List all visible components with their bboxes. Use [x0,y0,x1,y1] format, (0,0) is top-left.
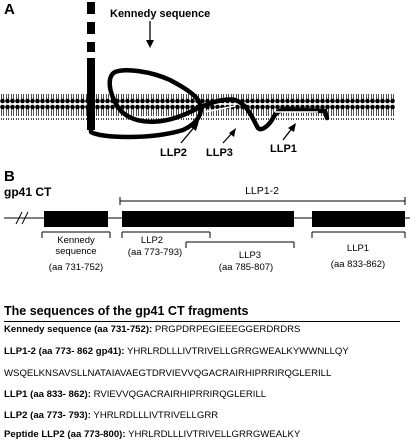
sequence-row-llp1-2: LLP1-2 (aa 773- 862 gp41): YHRLRDLLLIVTR… [4,346,349,358]
sequence-residues: YHRLRDLLLIVTRIVELLGRRGWEALKYWWNLLQY [124,346,349,357]
llp1-arrow-icon [282,123,296,141]
sequence-residues: WSQELKNSAVSLLNATAIAVAEGTDRVIEVVQGACRAIRH… [4,368,332,379]
sequence-residues: PRGPDRPEGIEEEGGERDRDRS [152,324,301,335]
sequences-title: The sequences of the gp41 CT fragments [4,304,249,318]
panel-a-llp1-label: LLP1 [270,143,297,155]
panel-a-diagram: A Kennedy sequence LLP2 LLP3 LLP1 [0,1,395,159]
kennedy-range: (aa 731-752) [49,262,103,273]
sequence-residues: RVIEVVQGACRAIRHIPRRIRQGLERILL [90,389,267,400]
sequence-name: Peptide LLP2 (aa 773-800): [4,429,126,440]
kennedy-sequence-label: Kennedy sequence [110,8,210,20]
sequence-row-llp2: LLP2 (aa 773- 793): YHRLRDLLLIVTRIVELLGR… [4,410,218,422]
panel-b-llp2-label: LLP2 [141,235,163,246]
kennedy-domain-box [44,211,108,227]
gp41-ct-tail-path [88,68,330,140]
panel-b-llp3-label: LLP3 [239,250,261,261]
llp2-bracket [121,231,211,238]
kennedy-label-line1: Kennedy [57,235,95,246]
sequence-row-peptide-llp2: Peptide LLP2 (aa 773-800): YHRLRDLLLIVTR… [4,429,300,441]
llp3-arrow-icon [222,128,236,144]
sequence-residues: YHRLRDLLLIVTRIVELLGRR [90,410,219,421]
llp1-bracket [311,231,406,238]
sequence-row-llp1-2-continued: WSQELKNSAVSLLNATAIAVAEGTDRVIEVVQGACRAIRH… [4,368,331,380]
kennedy-label-line2: sequence [55,246,96,257]
llp1-domain-box [312,211,405,227]
sequence-row-kennedy: Kennedy sequence (aa 731-752): PRGPDRPEG… [4,324,300,336]
gp41-ct-label: gp41 CT [4,185,52,199]
panel-b-llp1-label: LLP1 [347,243,369,254]
transmembrane-domain [87,2,95,130]
sequence-name: Kennedy sequence (aa 731-752): [4,324,153,335]
llp1-2-bracket [119,197,406,205]
llp1-2-label: LLP1-2 [245,185,279,197]
sequence-name: LLP2 (aa 773- 793): [4,410,91,421]
llp2-arrow-icon [180,121,199,144]
sequence-row-llp1: LLP1 (aa 833- 862): RVIEVVQGACRAIRHIPRRI… [4,389,266,401]
sequences-divider [4,321,400,322]
panel-a-llp2-label: LLP2 [160,147,187,159]
llp2-range: (aa 773-793) [128,247,182,258]
llp3-bracket [185,241,295,248]
kennedy-arrow-icon [146,21,154,48]
llp1-range: (aa 833-862) [331,259,385,270]
panel-a-letter: A [4,1,15,18]
sequence-name: LLP1-2 (aa 773- 862 gp41): [4,346,125,357]
llp2-llp3-domain-box [122,211,294,227]
panel-a-llp3-label: LLP3 [206,147,233,159]
panel-b-diagram: B gp41 CT LLP1-2 Kennedy sequence (aa 73… [4,168,410,273]
sequence-name: LLP1 (aa 833- 862): [4,389,91,400]
panel-b-letter: B [4,168,15,185]
kennedy-bracket [41,231,111,238]
llp3-range: (aa 785-807) [219,262,273,273]
sequence-residues: YHRLRDLLLIVTRIVELLGRRGWEALKY [125,429,301,440]
